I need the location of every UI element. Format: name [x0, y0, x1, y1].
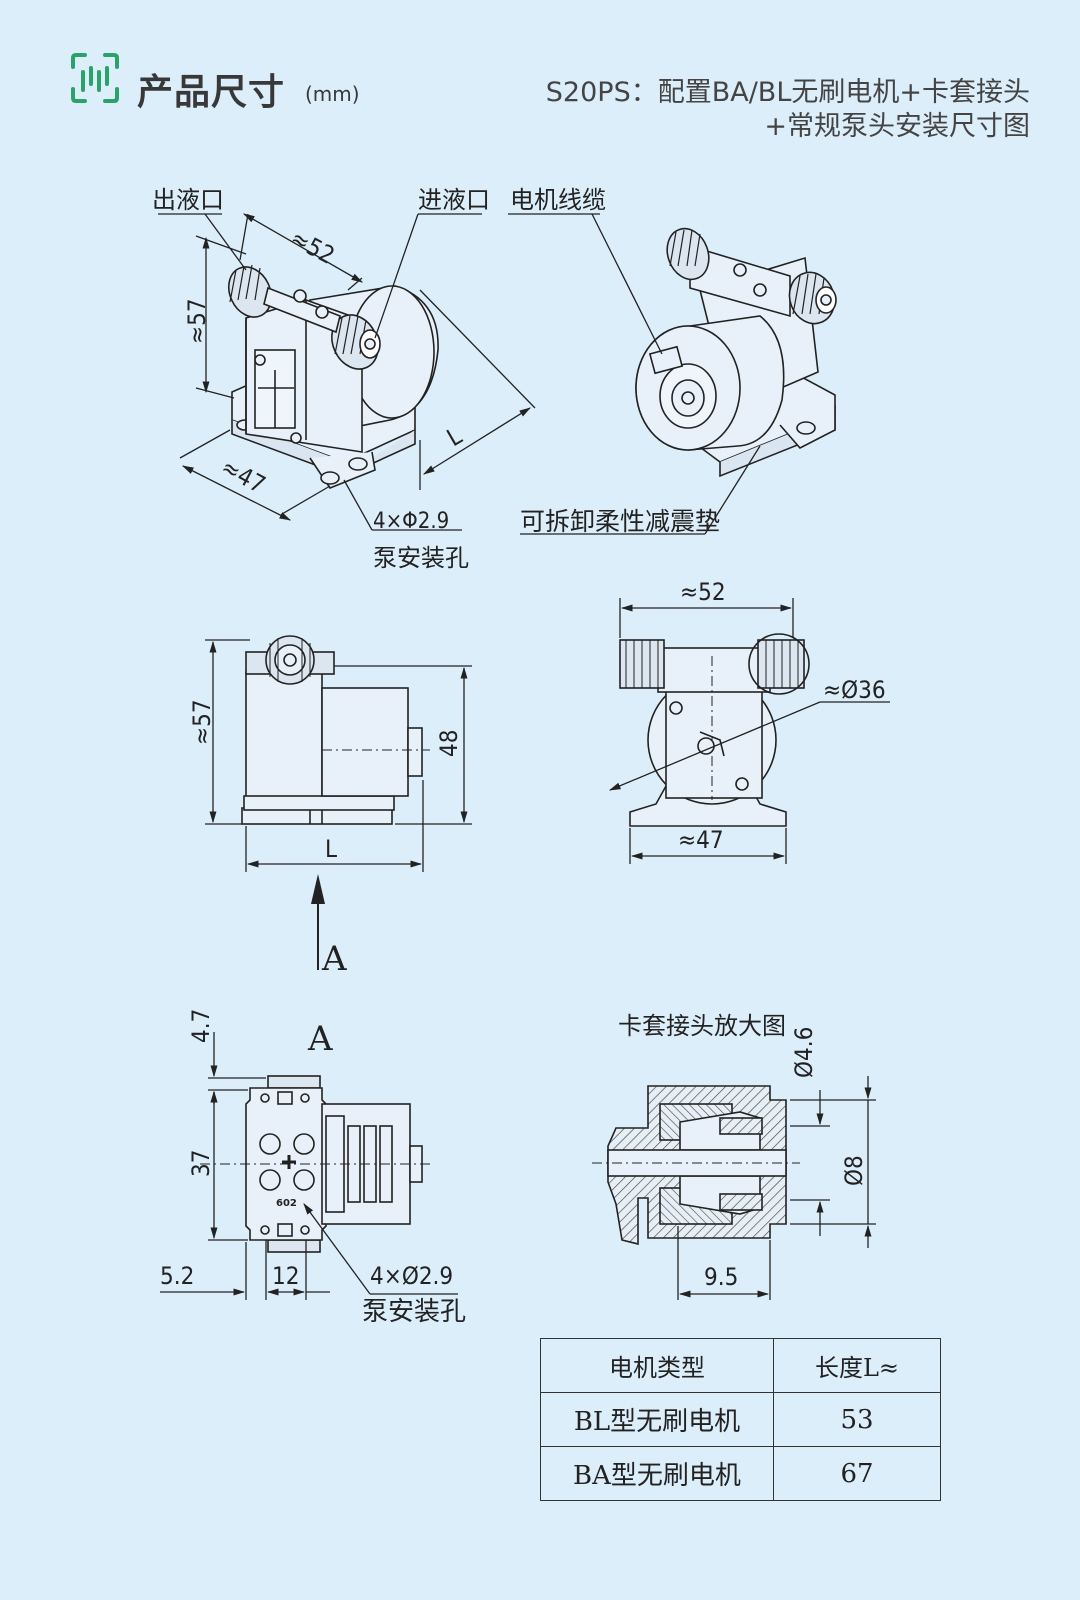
view-arrow-a — [311, 874, 325, 970]
bottom-view-title: A — [307, 1019, 333, 1059]
front-view-dims — [608, 598, 890, 864]
fitting-length-dim: 9.5 — [704, 1263, 738, 1291]
fitting-section — [592, 1085, 800, 1246]
table-cell-type: BL型无刷电机 — [540, 1392, 774, 1447]
inlet-label: 进液口 — [418, 186, 490, 214]
bottom-stamp: 602 — [276, 1198, 297, 1209]
ruler-scan-icon — [71, 53, 119, 103]
front-width-dim: ≈52 — [680, 578, 726, 606]
bottom-width-dim: 12 — [272, 1262, 299, 1290]
page-title: 产品尺寸 — [137, 72, 286, 113]
table-header-length: 长度L≈ — [773, 1338, 941, 1393]
iso-width-dim: ≈52 — [286, 224, 339, 270]
page-unit: (mm) — [305, 82, 360, 106]
table-cell-length: 53 — [773, 1392, 941, 1447]
iso-view-pump — [228, 264, 439, 489]
front-base-dim: ≈47 — [678, 826, 724, 854]
bottom-holes-label: 泵安装孔 — [362, 1297, 466, 1327]
table-header-type: 电机类型 — [540, 1338, 774, 1393]
fitting-title: 卡套接头放大图 — [618, 1012, 786, 1040]
subtitle-line-1: S20PS：配置BA/BL无刷电机+卡套接头 — [545, 77, 1030, 108]
side-motor-dim: 48 — [435, 730, 463, 757]
pad-label: 可拆卸柔性减震垫 — [520, 507, 720, 536]
front-diameter-dim: ≈Ø36 — [823, 676, 886, 704]
iso-height-dim: ≈57 — [183, 298, 211, 344]
bottom-holes-dim: 4×Ø2.9 — [370, 1262, 453, 1290]
side-view-dims — [205, 639, 472, 872]
table-row: BL型无刷电机 53 — [540, 1392, 941, 1447]
iso-holes-label: 泵安装孔 — [373, 544, 469, 572]
iso-holes-dim: 4×Φ2.9 — [373, 509, 449, 534]
page-subtitle: S20PS：配置BA/BL无刷电机+卡套接头 +常规泵头安装尺寸图 — [546, 76, 1030, 144]
subtitle-line-2: +常规泵头安装尺寸图 — [764, 111, 1030, 142]
side-length-dim: L — [325, 835, 337, 863]
iso-view-motor-side — [635, 227, 837, 478]
cable-label: 电机线缆 — [510, 186, 606, 214]
bottom-view — [200, 1075, 432, 1253]
bottom-view-dims — [160, 1032, 458, 1300]
bottom-height-dim: 37 — [187, 1150, 215, 1177]
bottom-top-dim: 4.7 — [187, 1009, 215, 1043]
bottom-left-dim: 5.2 — [160, 1262, 194, 1290]
table-cell-length: 67 — [773, 1446, 941, 1501]
view-arrow-label: A — [321, 939, 347, 979]
iso2-leaders — [508, 213, 761, 535]
iso-view-dimensions — [158, 213, 536, 531]
side-height-dim: ≈57 — [188, 699, 216, 745]
iso-depth-dim: ≈47 — [217, 453, 270, 499]
front-view — [619, 633, 810, 827]
table-cell-type: BA型无刷电机 — [540, 1446, 774, 1501]
fitting-outer-dim: Ø8 — [840, 1155, 868, 1186]
fitting-dims — [677, 1076, 876, 1300]
table-row: BA型无刷电机 67 — [540, 1446, 941, 1501]
motor-length-table: 电机类型 长度L≈ BL型无刷电机 53 BA型无刷电机 67 — [540, 1338, 941, 1501]
fitting-inner-dim: Ø4.6 — [790, 1027, 818, 1078]
table-header-row: 电机类型 长度L≈ — [540, 1338, 941, 1393]
iso-length-dim: L — [442, 422, 466, 452]
outlet-label: 出液口 — [152, 186, 224, 214]
side-view — [241, 635, 430, 825]
